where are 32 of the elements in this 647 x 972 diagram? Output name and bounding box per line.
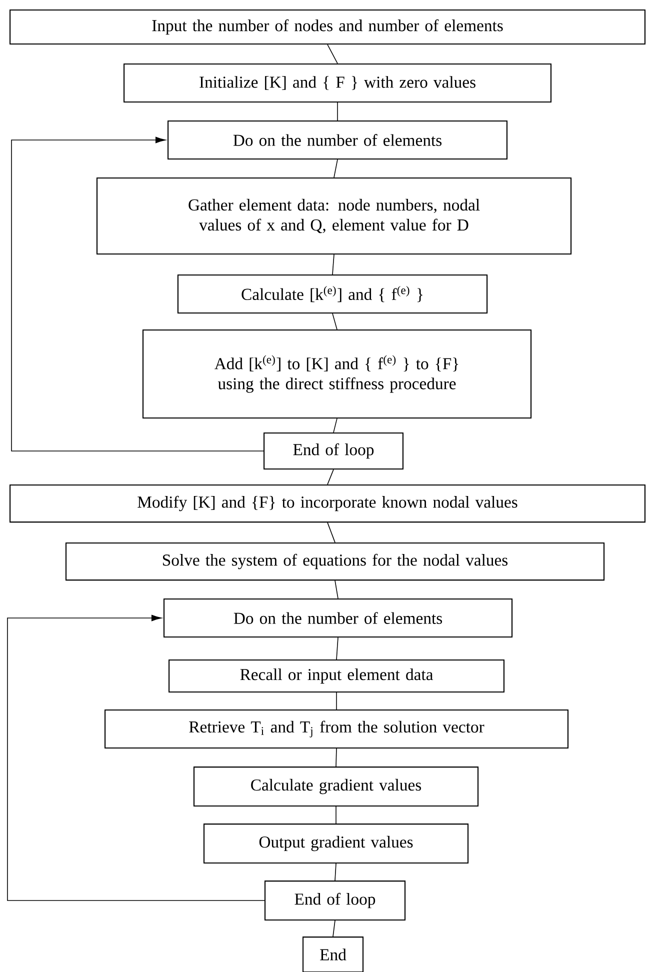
- process-box: Input the number of nodes and number of elements: [10, 9, 646, 45]
- loop-arrow: [11, 136, 264, 452]
- process-box: Gather element data: node numbers, nodal values of x and Q, element value for D: [96, 177, 572, 255]
- process-box: Modify [K] and {F} to incorporate known nodal values: [10, 484, 646, 523]
- process-box: Do on the number of elements: [163, 598, 513, 638]
- process-box: Calculate gradient values: [193, 766, 479, 806]
- connector-line: [334, 159, 338, 178]
- process-box: Calculate [k$^{(e)}$] and { f$^{(e)}$ }: [177, 274, 488, 314]
- process-box: End: [302, 936, 364, 972]
- connector-line: [332, 254, 334, 275]
- process-box: Retrieve T$_{i}$ and T$_{j}$ from the solution vector: [104, 709, 568, 749]
- connector-line: [332, 313, 338, 330]
- process-box: Solve the system of equations for the nodal values: [65, 542, 605, 581]
- connector-line: [337, 102, 338, 121]
- connector-line: [336, 692, 337, 710]
- connector-line: [327, 469, 334, 485]
- connector-line: [332, 920, 336, 937]
- connector-line: [336, 637, 338, 660]
- process-box: Initialize [K] and { F } with zero values: [124, 63, 552, 103]
- loop-arrow: [7, 614, 265, 901]
- process-box: End of loop: [264, 432, 404, 470]
- process-box: Output gradient values: [203, 824, 469, 864]
- connector-line: [334, 863, 336, 881]
- process-box: Recall or input element data: [168, 659, 504, 693]
- process-box: Add [k$^{(e)}$] to [K] and { f$^{(e)}$ } to {F} using the direct stiffness procedure: [142, 329, 532, 419]
- connector-line: [327, 44, 338, 64]
- connector-line: [334, 580, 338, 599]
- connector-line: [333, 418, 338, 433]
- connector-line: [327, 522, 336, 543]
- connector-line: [336, 748, 337, 767]
- process-box: End of loop: [264, 880, 406, 921]
- process-box: Do on the number of elements: [168, 120, 508, 160]
